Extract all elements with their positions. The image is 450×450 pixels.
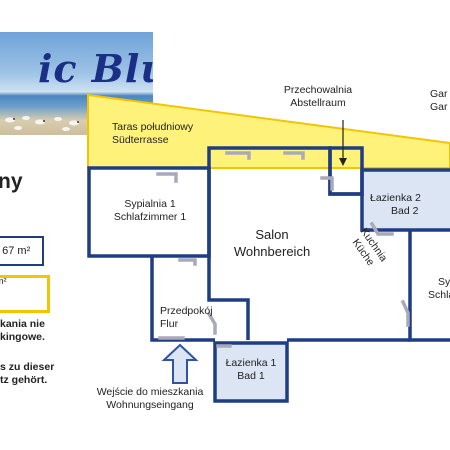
- entrance-arrow-icon: [161, 343, 199, 384]
- storage-pointer-head: [339, 158, 347, 166]
- door-salon-hall: [206, 311, 217, 335]
- salon-label: Salon Wohnbereich: [233, 227, 311, 259]
- bath2-walls: [360, 194, 450, 232]
- apartment-title: ny: [0, 170, 23, 193]
- bath1-label: Łazienka 1 Bad 1: [225, 357, 277, 382]
- total-area-box: : 67 m²: [0, 236, 44, 266]
- door-bath2: [369, 221, 394, 236]
- garden-label: Gar Gar: [430, 88, 448, 113]
- bath1-walls: [213, 341, 289, 403]
- note-polish: kania nie kingowe.: [0, 318, 45, 343]
- door-salon-top2: [283, 151, 305, 160]
- storage-walls: [328, 146, 364, 196]
- door-salon-top: [225, 151, 251, 160]
- hall-label: Przedpokój Flur: [160, 305, 213, 330]
- bedroom2-label: Syp Schla: [428, 276, 450, 301]
- total-area-value: : 67 m²: [0, 245, 31, 257]
- bath2-label: Łazienka 2 Bad 2: [370, 192, 421, 217]
- salon-lower-wall: [207, 256, 250, 340]
- bedroom1-label: Sypialnia 1 Schlafzimmer 1: [113, 198, 187, 223]
- door-hall: [178, 258, 197, 266]
- door-storage: [320, 176, 334, 191]
- terrace-area-value: m²: [0, 276, 7, 286]
- walls: [87, 146, 450, 403]
- doors: [156, 151, 410, 348]
- terrace-label: Taras południowy Südterrasse: [112, 121, 194, 146]
- terrace-area-box: m²: [0, 275, 50, 313]
- hall-walls: [150, 256, 215, 342]
- door-bedroom2: [400, 299, 410, 327]
- entrance-label: Wejście do mieszkania Wohnungseingang: [96, 386, 204, 411]
- bath1-fill: [215, 343, 287, 401]
- banner-title: ic Blue: [38, 46, 153, 91]
- bath2-fill: [362, 170, 450, 230]
- note-german: s zu dieser tz gehört.: [0, 361, 55, 386]
- storage-label: Przechowalnia Abstellraum: [283, 84, 353, 109]
- door-bedroom1: [156, 172, 178, 183]
